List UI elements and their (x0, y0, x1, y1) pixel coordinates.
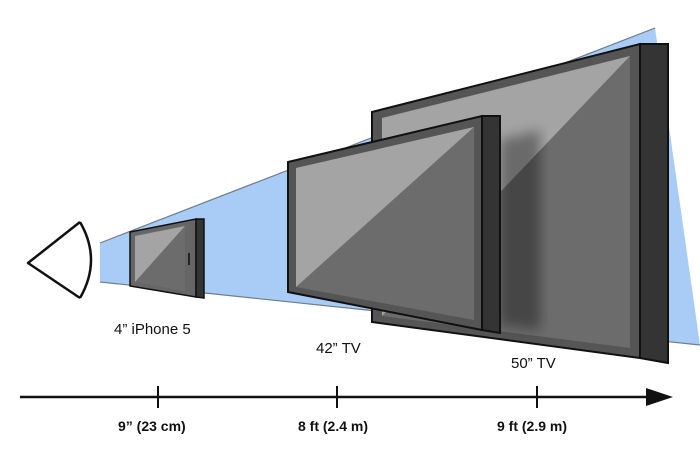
tv-42-inch (287, 114, 501, 335)
distance-label-phone: 9” (23 cm) (118, 418, 186, 434)
distance-label-tv42: 8 ft (2.4 m) (298, 418, 369, 434)
device-label-phone: 4” iPhone 5 (114, 321, 191, 338)
device-label-tv42: 42” TV (316, 340, 361, 357)
distance-label-tv50: 9 ft (2.9 m) (497, 418, 568, 434)
distance-axis-arrowhead (646, 388, 673, 406)
iphone-5 (129, 218, 205, 299)
tv-42-shadow (500, 130, 540, 330)
eye-icon (26, 221, 93, 300)
device-label-tv50: 50” TV (511, 355, 556, 372)
